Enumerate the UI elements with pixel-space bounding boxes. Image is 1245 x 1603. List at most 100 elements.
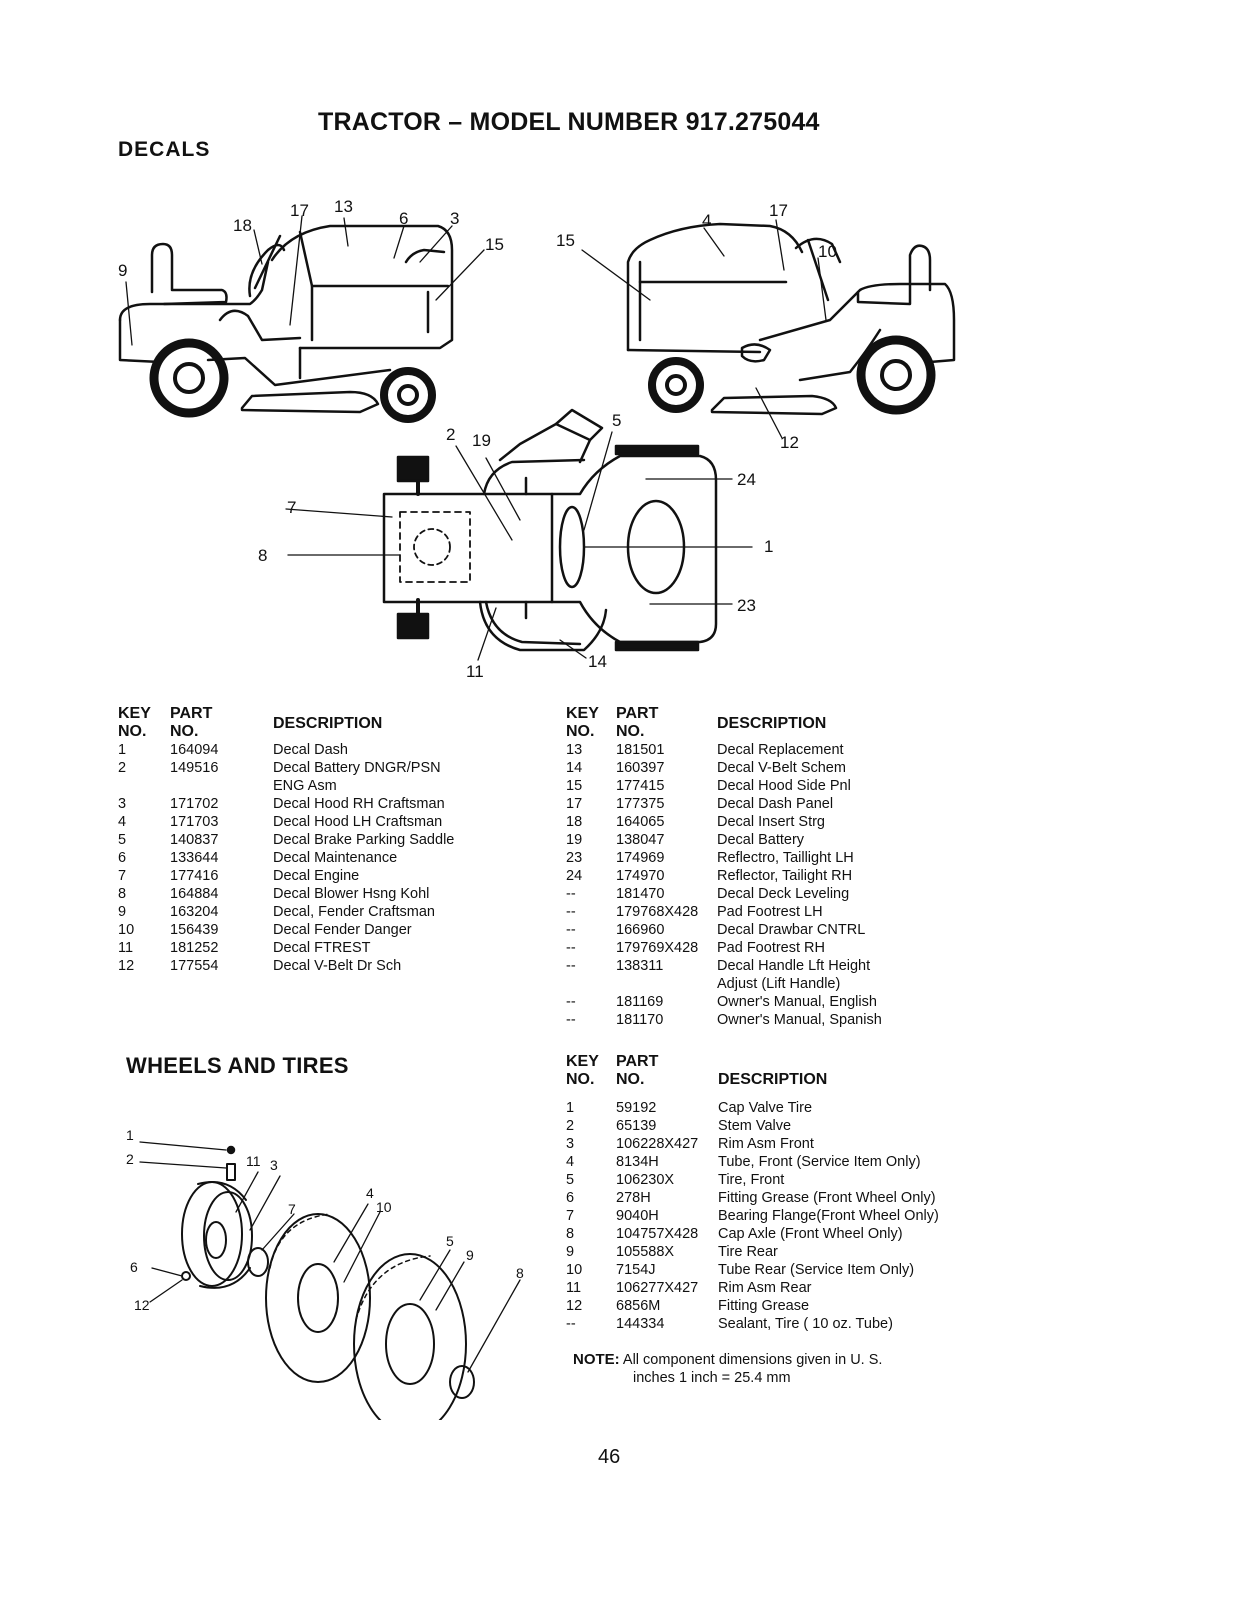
key-number: 11 (566, 1280, 582, 1296)
part-number: 156439 (170, 922, 219, 938)
header-key-no: NO. (118, 723, 147, 740)
part-description: Cap Valve Tire (718, 1100, 813, 1116)
part-number: 7154J (616, 1262, 656, 1278)
key-number: 8 (566, 1226, 575, 1242)
header-part: PART (170, 705, 213, 722)
key-number: 19 (566, 832, 583, 848)
key-number: 18 (566, 814, 583, 830)
table-row: Adjust (Lift Handle) (566, 975, 986, 993)
key-number: -- (566, 922, 576, 938)
header-description: DESCRIPTION (718, 1071, 828, 1088)
key-number: 8 (118, 886, 127, 902)
callout-label: 13 (334, 197, 353, 216)
part-description: Pad Footrest RH (717, 940, 825, 956)
callout-label: 3 (270, 1157, 278, 1173)
part-description: Tube, Front (Service Item Only) (718, 1154, 921, 1170)
part-number: 171703 (170, 814, 219, 830)
part-description: Decal Maintenance (273, 850, 398, 866)
part-description: Reflector, Tailight RH (717, 868, 853, 884)
part-description: Decal Battery DNGR/PSN (273, 760, 441, 776)
part-number: 8134H (616, 1154, 659, 1170)
part-description: Decal FTREST (273, 940, 371, 956)
part-description: Sealant, Tire ( 10 oz. Tube) (718, 1316, 893, 1332)
callout-label: 7 (287, 498, 296, 517)
part-number: 164884 (170, 886, 219, 902)
part-description: Decal Deck Leveling (717, 886, 850, 902)
table-header-row: KEY PART (566, 705, 986, 723)
decal-callouts: 9 18 17 13 6 3 15 15 4 17 10 12 2 19 5 2… (118, 197, 837, 681)
part-description: Rim Asm Front (718, 1136, 814, 1152)
key-number: 13 (566, 742, 583, 758)
key-number: 9 (566, 1244, 575, 1260)
header-key: KEY (118, 705, 151, 722)
key-number: 5 (118, 832, 127, 848)
part-number: 163204 (170, 904, 219, 920)
part-number: 164065 (616, 814, 665, 830)
part-description: Decal Dash (273, 742, 348, 758)
key-number: 4 (118, 814, 127, 830)
part-number: 174970 (616, 868, 665, 884)
callout-label: 23 (737, 596, 756, 615)
key-number: -- (566, 940, 576, 956)
part-description: Decal Brake Parking Saddle (273, 832, 455, 848)
key-number: 7 (118, 868, 127, 884)
header-key-no: NO. (566, 723, 595, 740)
part-description: Fitting Grease (718, 1298, 810, 1314)
part-description: Decal Battery (717, 832, 805, 848)
callout-label: 4 (366, 1185, 374, 1201)
part-description: Tube Rear (Service Item Only) (718, 1262, 915, 1278)
part-description: Stem Valve (718, 1118, 792, 1134)
part-description: Fitting Grease (Front Wheel Only) (718, 1190, 936, 1206)
header-key-no: NO. (566, 1071, 595, 1088)
part-number: 65139 (616, 1118, 657, 1134)
part-description: Decal Drawbar CNTRL (717, 922, 866, 938)
key-number: 14 (566, 760, 583, 776)
part-description: Owner's Manual, English (717, 994, 877, 1010)
callout-label: 6 (399, 209, 408, 228)
note-line-1: All component dimensions given in U. S. (622, 1352, 883, 1368)
key-number: 4 (566, 1154, 575, 1170)
callout-label: 2 (446, 425, 455, 444)
part-description: Tire Rear (718, 1244, 778, 1260)
header-part-no: NO. (170, 723, 199, 740)
table-row: ENG Asm (118, 777, 518, 795)
part-number: 177554 (170, 958, 219, 974)
part-number: 59192 (616, 1100, 657, 1116)
part-number: 181169 (616, 994, 664, 1010)
part-description: Decal Hood Side Pnl (717, 778, 851, 794)
header-description: DESCRIPTION (273, 715, 383, 732)
part-number: 6856M (616, 1298, 661, 1314)
key-number: -- (566, 886, 576, 902)
part-description: Bearing Flange(Front Wheel Only) (718, 1208, 939, 1224)
callout-label: 8 (516, 1265, 524, 1281)
page-title: TRACTOR – MODEL NUMBER 917.275044 (318, 108, 820, 136)
table-header-row: NO. NO. DESCRIPTION (566, 715, 986, 741)
page-number: 46 (598, 1446, 621, 1468)
key-number: -- (566, 1316, 576, 1332)
callout-label: 10 (818, 242, 837, 261)
callout-label: 7 (288, 1201, 296, 1217)
part-number: 181252 (170, 940, 219, 956)
callout-label: 11 (246, 1153, 261, 1169)
section-heading-decals: DECALS (118, 138, 211, 161)
